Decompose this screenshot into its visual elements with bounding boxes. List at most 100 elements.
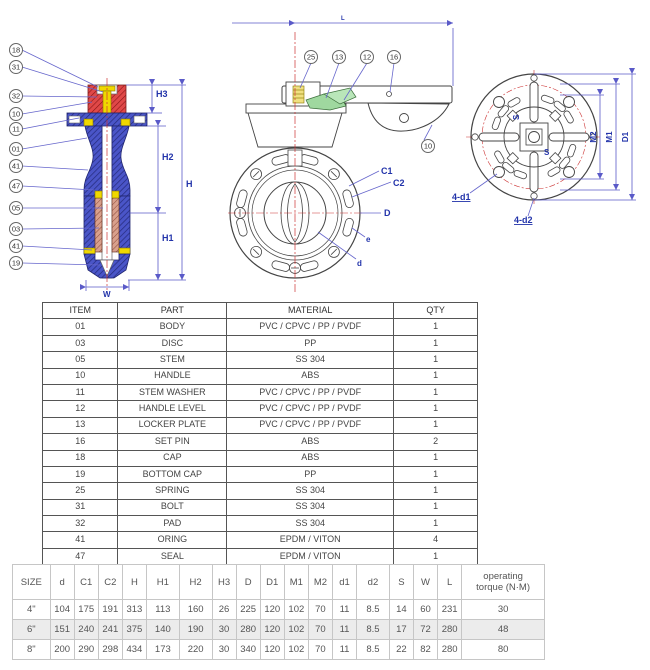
- table-cell: 173: [145, 639, 180, 660]
- table-cell: 298: [97, 639, 123, 660]
- flange-hole-right: [133, 115, 146, 124]
- column-header: C1: [73, 564, 99, 600]
- table-cell: 6": [12, 619, 51, 640]
- seal-section-2: [111, 190, 120, 199]
- callout-cap: 18: [12, 46, 20, 55]
- stem-center-hole: [528, 131, 540, 143]
- column-header: H: [121, 564, 147, 600]
- dim-label-d-bore: d: [357, 259, 362, 268]
- table-cell: 102: [283, 599, 309, 620]
- table-cell: 1: [393, 400, 478, 418]
- leader-4d1: [469, 173, 498, 194]
- table-cell: 47: [41, 547, 119, 566]
- table-cell: SS 304: [226, 498, 395, 517]
- callout-bolt: 31: [12, 63, 20, 72]
- table-cell: 70: [307, 639, 333, 660]
- stem-washer-right: [120, 118, 131, 127]
- hub-circle: [503, 106, 565, 168]
- table-cell: 200: [49, 639, 75, 660]
- table-cell: STEM WASHER: [117, 383, 228, 402]
- disc-section-right: [111, 197, 120, 253]
- callout-oring-upper: 41: [12, 162, 20, 171]
- table-cell: 1: [393, 515, 478, 533]
- table-cell: 280: [437, 639, 463, 660]
- column-header: SIZE: [12, 564, 51, 600]
- column-header: PART: [117, 301, 228, 320]
- table-cell: 1: [393, 449, 478, 467]
- flange-view-drawing: S S M2 M1 D1 4-d1 4-d2: [452, 68, 636, 225]
- table-cell: 41: [41, 531, 119, 549]
- dim-label-h3: H3: [156, 89, 168, 99]
- column-header: MATERIAL: [226, 301, 395, 320]
- table-cell: 434: [121, 639, 147, 660]
- dim-label-m2: M2: [589, 131, 598, 143]
- dim-label-d1: D1: [621, 131, 630, 142]
- table-cell: 151: [49, 619, 75, 640]
- column-header: H3: [211, 564, 237, 600]
- table-cell: ORING: [117, 531, 228, 549]
- lug-screws: [234, 168, 340, 274]
- dim-label-m1: M1: [605, 131, 614, 143]
- front-view-leaders: [299, 62, 433, 260]
- column-header: d: [49, 564, 75, 600]
- side-view-leaders: [21, 49, 104, 266]
- table-cell: PVC / CPVC / PP / PVDF: [226, 400, 395, 418]
- table-cell: 14: [388, 599, 414, 620]
- table-cell: 313: [121, 599, 147, 620]
- table-cell: 1: [393, 351, 478, 369]
- table-cell: 19: [41, 465, 119, 484]
- dim-label-h2: H2: [162, 152, 174, 162]
- dim-label-s-vertical: S: [512, 114, 521, 120]
- dim-label-w: W: [103, 290, 111, 299]
- callout-disc: 03: [12, 225, 20, 234]
- table-cell: 160: [178, 599, 213, 620]
- front-view-dim-lines: [232, 20, 454, 86]
- table-cell: 120: [259, 639, 285, 660]
- table-cell: ABS: [226, 367, 395, 385]
- table-cell: 01: [41, 318, 119, 336]
- table-cell: SS 304: [226, 515, 395, 533]
- table-cell: 30: [211, 619, 237, 640]
- callout-seal: 47: [12, 182, 20, 191]
- table-cell: 26: [211, 599, 237, 620]
- column-header: d1: [331, 564, 358, 600]
- dim-label-d-outer: D: [384, 208, 391, 218]
- table-cell: ABS: [226, 433, 395, 451]
- column-header: d2: [356, 564, 390, 600]
- table-cell: 102: [283, 619, 309, 640]
- table-cell: PVC / CPVC / PP / PVDF: [226, 416, 395, 435]
- table-cell: 16: [41, 433, 119, 451]
- callout-set-pin: 16: [390, 53, 398, 62]
- table-cell: 03: [41, 334, 119, 353]
- dim-label-4d1: 4-d1: [452, 192, 471, 202]
- table-cell: 72: [412, 619, 439, 640]
- side-view-dim-lines: [80, 79, 186, 291]
- table-cell: 1: [393, 367, 478, 385]
- column-header: M2: [307, 564, 333, 600]
- callout-stem: 05: [12, 204, 20, 213]
- table-cell: EPDM / VITON: [226, 531, 395, 549]
- hub-tabs: [506, 109, 562, 165]
- table-cell: 8": [12, 639, 51, 660]
- table-cell: 240: [73, 619, 99, 640]
- table-cell: 113: [145, 599, 180, 620]
- table-cell: 1: [393, 318, 478, 336]
- dim-label-h: H: [186, 179, 193, 189]
- table-cell: 1: [393, 547, 478, 566]
- dim-label-e: e: [366, 235, 371, 244]
- flange-dim-lines: [534, 68, 636, 201]
- table-cell: 10: [41, 367, 119, 385]
- table-cell: DISC: [117, 334, 228, 353]
- body-neck-right: [111, 125, 131, 197]
- table-cell: 11: [41, 383, 119, 402]
